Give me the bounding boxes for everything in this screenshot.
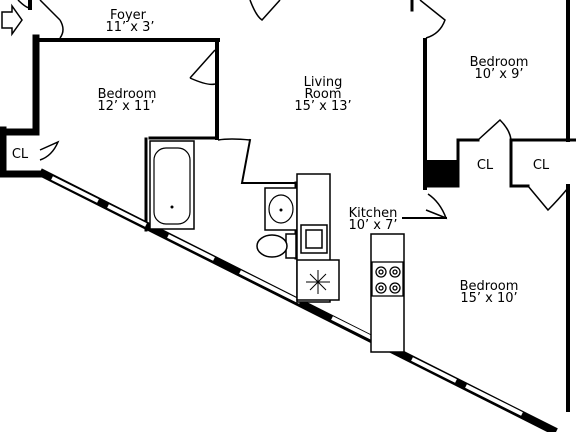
room-foyer-name: Foyer (110, 8, 147, 23)
toilet (256, 233, 297, 259)
room-living-name: Living (304, 75, 343, 90)
room-living-name-line2: Room (304, 87, 341, 102)
bathtub (149, 140, 195, 230)
room-bedroom-1-name: Bedroom (98, 87, 157, 102)
room-bedroom-3-name: Bedroom (460, 279, 519, 294)
room-kitchen-size: 10’ x 7’ (348, 218, 397, 233)
stove (371, 261, 404, 297)
bathroom-sink (264, 187, 298, 231)
refrigerator-icon (306, 270, 330, 294)
room-bedroom-1-size: 12’ x 11’ (97, 99, 154, 114)
room-living-size: 15’ x 13’ (294, 99, 351, 114)
room-bedroom-3-size: 15’ x 10’ (460, 291, 517, 306)
room-bedroom-2-name: Bedroom (470, 55, 529, 70)
wall-block (425, 160, 458, 187)
closet-middle-label: CL (477, 158, 494, 173)
closet-left-label: CL (12, 147, 29, 162)
entry-arrow-icon (1, 3, 23, 37)
room-kitchen-name: Kitchen (349, 206, 398, 221)
closet-right-label: CL (533, 158, 550, 173)
room-bedroom-2-size: 10’ x 9’ (474, 67, 523, 82)
doors (17, 0, 569, 220)
room-foyer-size: 11’ x 3’ (105, 20, 154, 35)
